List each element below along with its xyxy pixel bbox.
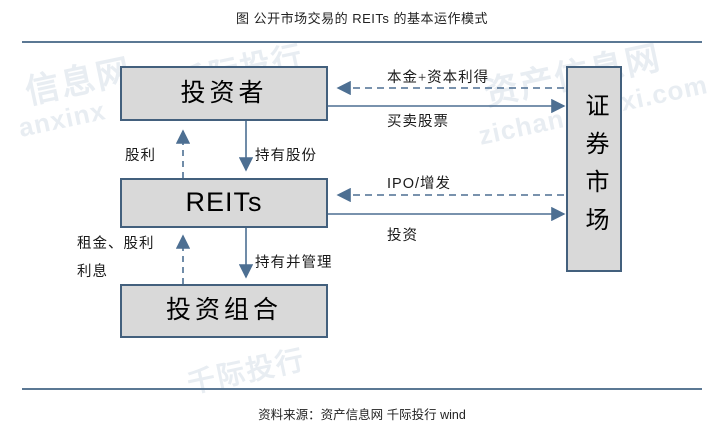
divider-top: [22, 41, 702, 43]
node-investor[interactable]: 投资者: [120, 66, 328, 121]
edge-label-manage: 持有并管理: [255, 255, 333, 271]
edge-label-dividend: 股利: [125, 148, 156, 164]
node-reits-label: REITs: [185, 187, 263, 218]
node-investor-label: 投资者: [180, 79, 268, 107]
source-note: 资料来源：资产信息网 千际投行 wind: [258, 408, 466, 422]
node-reits[interactable]: REITs: [120, 178, 328, 228]
edge-label-trade: 买卖股票: [387, 114, 449, 130]
node-portfolio-label: 投资组合: [165, 297, 282, 325]
page-title: 图 公开市场交易的 REITs 的基本运作模式: [235, 11, 488, 26]
edge-label-rent-line2: 利息: [77, 264, 108, 280]
edge-label-ipo: IPO/增发: [387, 176, 452, 192]
node-securities-market-label: 证券市场: [581, 93, 607, 245]
edge-label-invest: 投资: [387, 228, 418, 244]
edge-label-principal: 本金+资本利得: [387, 70, 490, 86]
edge-label-rent: 租金、股利 利息: [77, 232, 155, 281]
node-securities-market[interactable]: 证券市场: [566, 66, 622, 272]
divider-bottom: [22, 388, 702, 390]
edge-label-rent-line1: 租金、股利: [77, 236, 155, 252]
node-portfolio[interactable]: 投资组合: [120, 284, 328, 338]
edge-label-hold-share: 持有股份: [255, 148, 317, 164]
